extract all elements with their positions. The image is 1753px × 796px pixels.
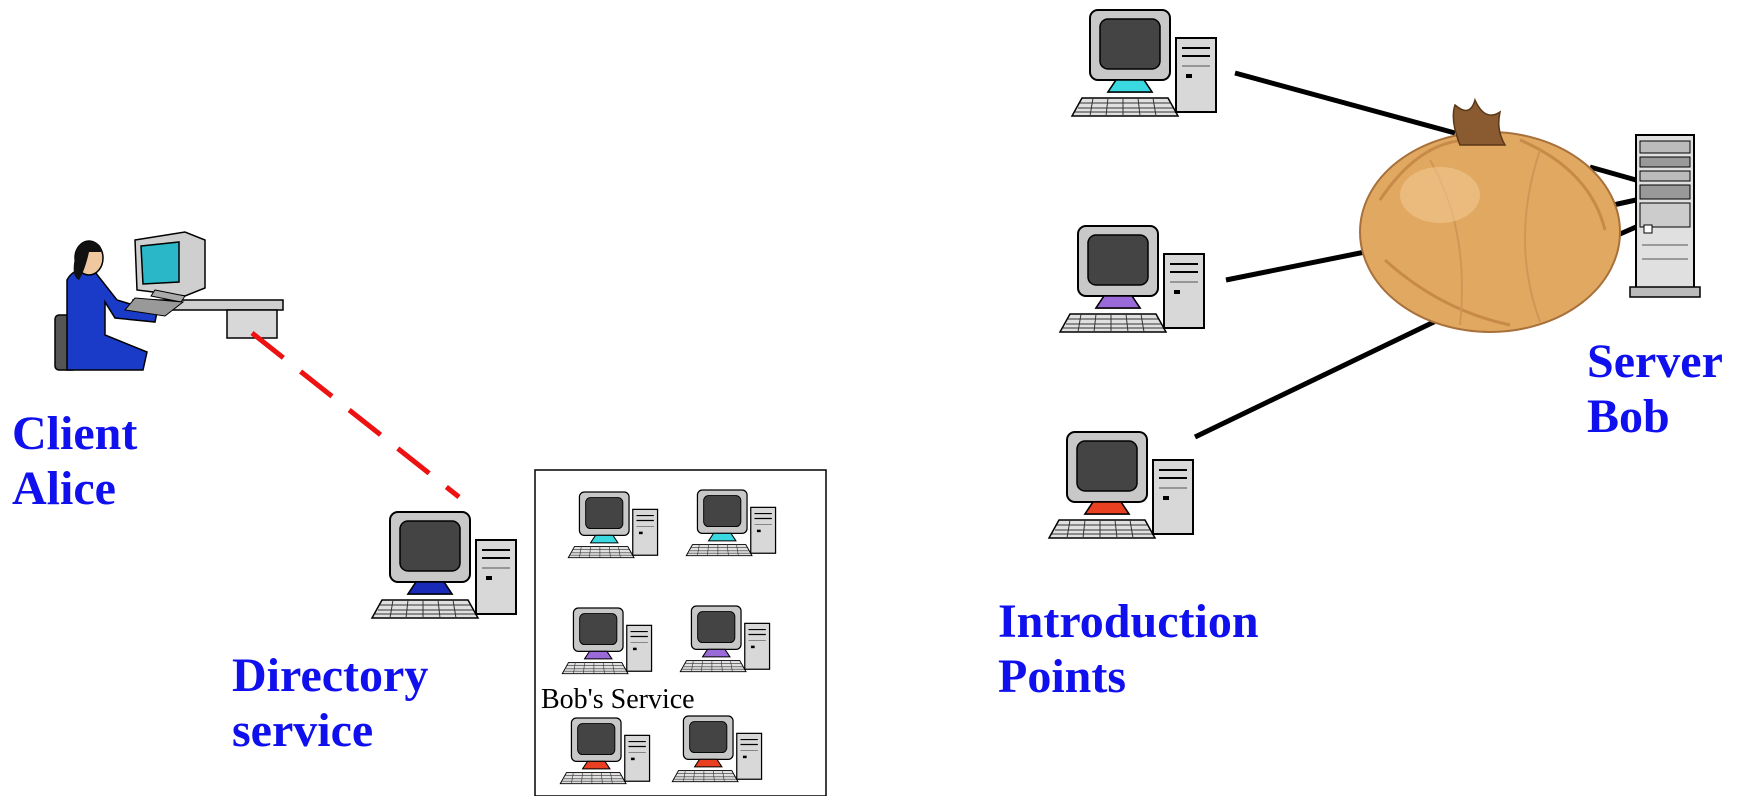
server-label-line-1: Server	[1587, 335, 1723, 388]
server-label-line-2: Bob	[1587, 390, 1670, 443]
directory-service-label: Directory service	[232, 648, 428, 758]
intro-point-computer-3-icon	[1048, 431, 1194, 539]
client-label-line-1: Client	[12, 407, 138, 460]
introduction-label-line-2: Points	[998, 650, 1127, 703]
client-label-line-2: Alice	[12, 462, 116, 515]
server-bob-icon	[1629, 134, 1701, 298]
alice-directory-link	[250, 331, 461, 499]
intro-onion-links	[1193, 70, 1456, 440]
server-bob-label: Server Bob	[1587, 334, 1723, 444]
bobs-service-label: Bob's Service	[541, 684, 695, 715]
bobs-service-computer-6-icon	[671, 715, 763, 783]
bobs-service-computer-3-icon	[561, 607, 653, 675]
client-alice-icon	[54, 231, 284, 371]
directory-label-line-1: Directory	[232, 649, 429, 702]
intro-point-computer-1-icon	[1071, 9, 1217, 117]
client-alice-label: Client Alice	[12, 406, 137, 516]
bobs-service-computer-2-icon	[685, 489, 777, 557]
intro-point-computer-2-icon	[1059, 225, 1205, 333]
directory-computer-icon	[371, 511, 517, 619]
introduction-label-line-1: Introduction	[998, 595, 1259, 648]
directory-label-line-2: service	[232, 704, 374, 757]
bobs-service-computer-4-icon	[679, 605, 771, 673]
onion-icon	[1359, 97, 1621, 333]
bobs-service-computer-1-icon	[567, 491, 659, 559]
introduction-points-label: Introduction Points	[998, 594, 1259, 704]
bobs-service-computer-5-icon	[559, 717, 651, 785]
